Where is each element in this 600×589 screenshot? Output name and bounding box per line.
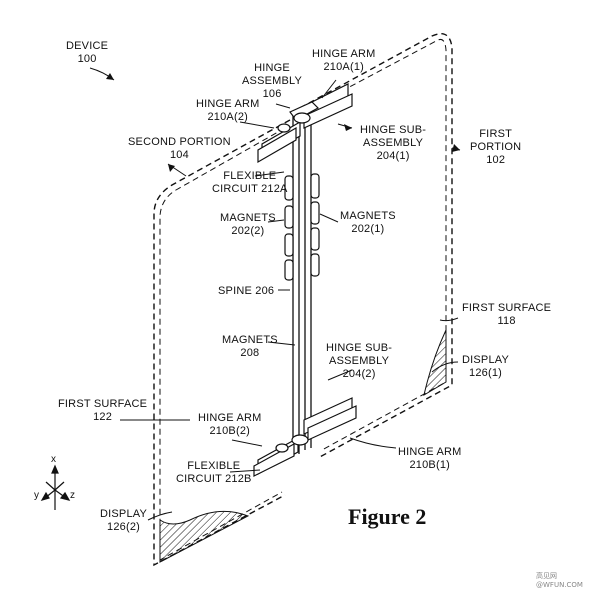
- axis-y-label: y: [34, 490, 39, 501]
- display-126-2: [159, 510, 250, 563]
- second-portion-outline: [153, 119, 291, 567]
- display-126-1: [423, 329, 447, 397]
- hinge-sub-assembly-top: [257, 83, 353, 164]
- watermark: 高见网 @WFUN.COM: [536, 572, 583, 589]
- axis-x-label: x: [51, 454, 56, 465]
- arrowheads: [106, 73, 460, 172]
- magnets: [284, 173, 320, 281]
- axis-z-label: z: [70, 490, 75, 501]
- axis-triad: [40, 464, 71, 510]
- first-portion-outline: [299, 33, 453, 459]
- label-spine: SPINE 206: [218, 285, 275, 297]
- hinge-sub-assembly-bottom: [253, 397, 357, 477]
- figure-caption: Figure 2: [348, 504, 427, 529]
- spine: [292, 110, 312, 454]
